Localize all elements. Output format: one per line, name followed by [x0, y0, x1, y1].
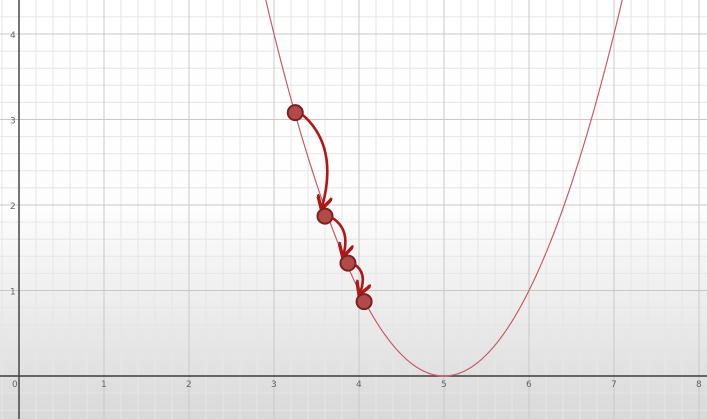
- y-tick-label: 1: [10, 288, 16, 298]
- y-tick-label: 2: [10, 202, 16, 212]
- descent-point: [355, 293, 373, 311]
- x-tick-label: 3: [271, 380, 277, 390]
- x-tick-label: 7: [611, 380, 617, 390]
- descent-arrow: [299, 112, 327, 207]
- descent-point: [339, 254, 357, 272]
- descent-points: [286, 104, 373, 311]
- x-tick-label: 8: [696, 380, 702, 390]
- parabola-curve: [265, 0, 623, 377]
- x-tick-label: 0: [12, 380, 18, 390]
- x-tick-label: 5: [441, 380, 447, 390]
- y-tick-label: 4: [10, 31, 16, 41]
- descent-point: [316, 207, 334, 225]
- descent-arrow: [329, 215, 345, 254]
- x-tick-label: 6: [526, 380, 532, 390]
- x-tick-label: 4: [356, 380, 362, 390]
- x-tick-label: 1: [101, 380, 107, 390]
- x-tick-label: 2: [186, 380, 192, 390]
- y-tick-label: 3: [10, 117, 16, 127]
- tick-labels: 0 1 2 3 4 5 6 7 8 1 2 3 4: [10, 31, 702, 390]
- descent-point: [286, 104, 304, 122]
